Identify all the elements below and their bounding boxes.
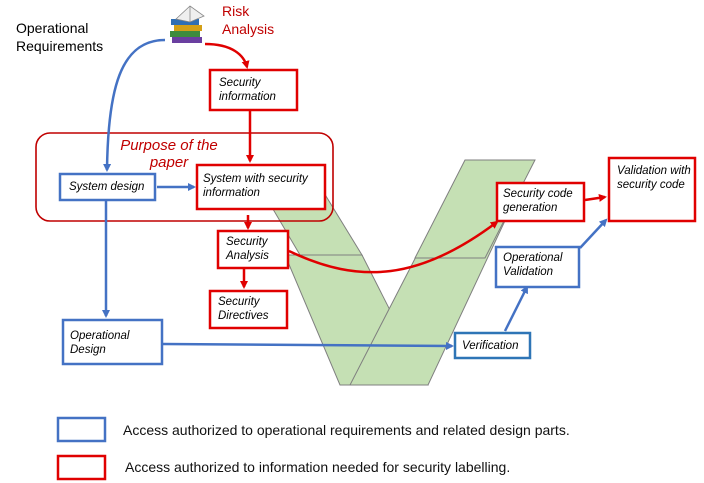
operational-requirements-label: Operational Requirements [16, 20, 104, 54]
system-with-security-information-label: System with security information [203, 173, 308, 199]
security-information-box [208, 68, 299, 112]
legend-red-text: Access authorized to information needed … [125, 459, 511, 475]
operational-validation-label: Operational Validation [503, 252, 563, 278]
operational-design-label: Operational Design [70, 330, 130, 356]
books-icon [170, 5, 205, 43]
legend-blue-swatch [56, 416, 107, 443]
security-information-label: Security information [219, 77, 276, 103]
verification-label: Verification [462, 340, 519, 352]
legend-blue-text: Access authorized to operational require… [123, 422, 570, 438]
blue-boxes [58, 172, 581, 366]
security-analysis-label: Security Analysis [226, 236, 269, 262]
system-with-security-information-box [195, 163, 327, 211]
security-directives-box [208, 289, 289, 330]
validation-with-security-code-label: Validation with security code [617, 165, 691, 191]
system-design-box [58, 172, 157, 202]
operational-validation-box [494, 245, 581, 289]
security-directives-label: Security Directives [218, 296, 269, 322]
security-analysis-box [216, 229, 290, 270]
purpose-of-paper-label: Purpose of the paper [120, 137, 218, 171]
legend-red-swatch [56, 454, 107, 481]
red-arrows [204, 42, 607, 289]
risk-analysis-label: Risk Analysis [222, 3, 275, 37]
security-code-generation-label: Security code generation [503, 188, 573, 214]
red-boxes [195, 68, 697, 330]
verification-box [453, 331, 532, 360]
operational-design-box [61, 318, 164, 366]
blue-arrows [102, 38, 608, 350]
system-design-label: System design [69, 181, 145, 193]
security-code-generation-box [495, 181, 586, 223]
purpose-frame [35, 132, 334, 222]
validation-with-security-code-box [607, 156, 697, 223]
